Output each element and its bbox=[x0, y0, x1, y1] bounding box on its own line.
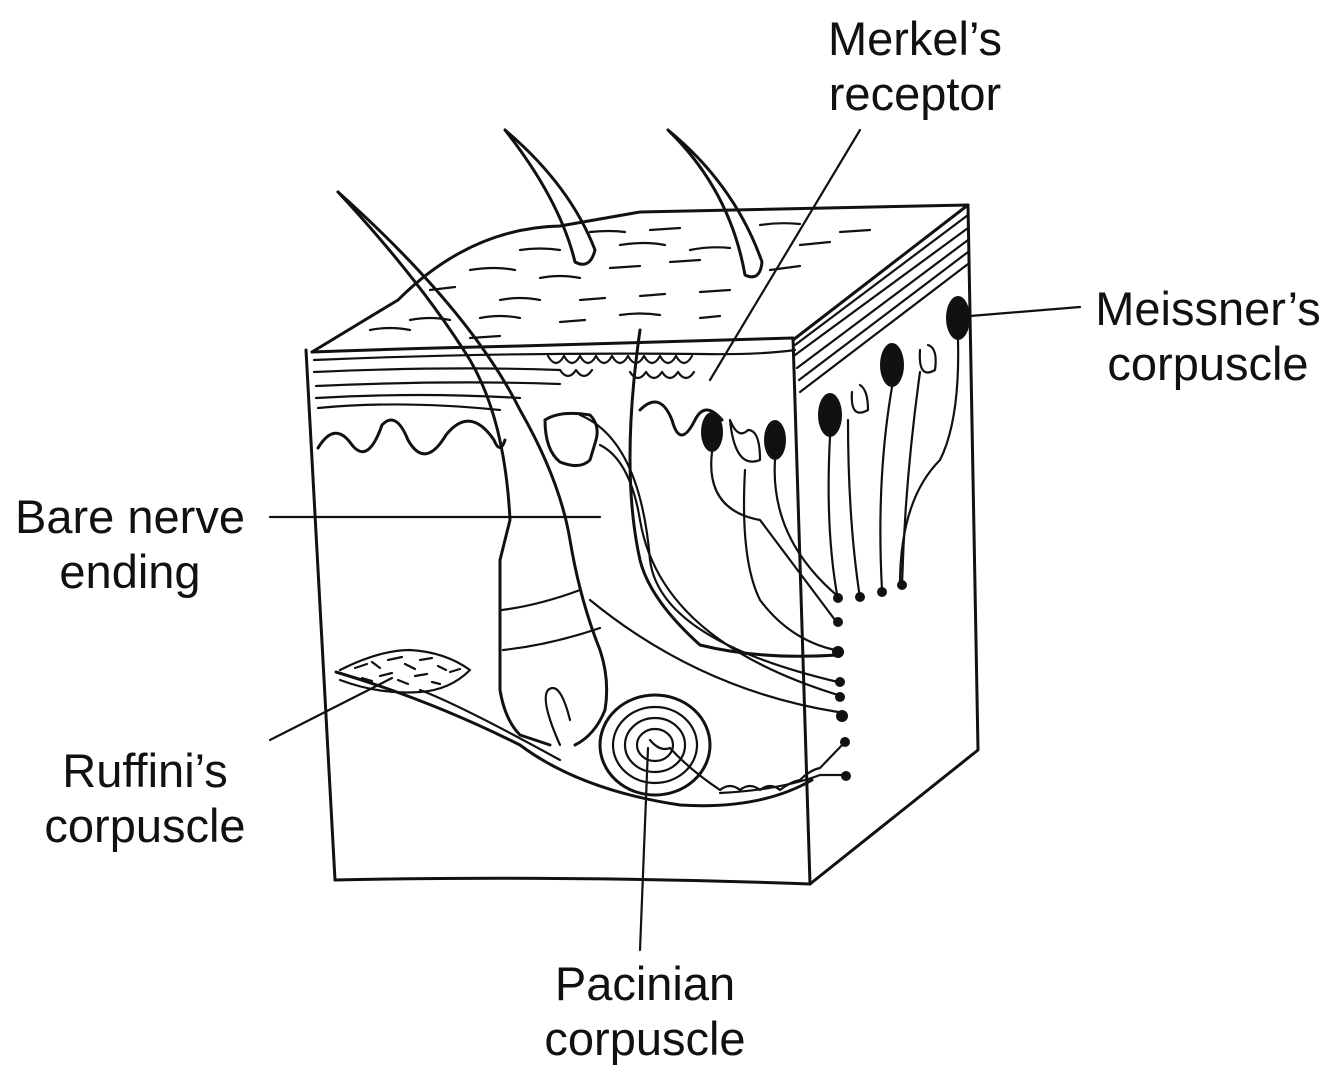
label-pacinian-line2: corpuscle bbox=[544, 1012, 745, 1065]
label-meissner: Meissner’s corpuscle bbox=[1095, 282, 1321, 390]
meissner-leader bbox=[970, 307, 1080, 316]
pacinian-corpuscle bbox=[600, 695, 845, 795]
hairs bbox=[338, 130, 762, 745]
label-ruffini: Ruffini’s corpuscle bbox=[44, 744, 245, 852]
merkel-leader bbox=[710, 130, 860, 380]
ruffini-leader bbox=[270, 678, 392, 740]
ruffini-corpuscle bbox=[340, 650, 560, 760]
label-pacinian-line1: Pacinian bbox=[555, 957, 735, 1010]
merkel-cells bbox=[548, 356, 694, 378]
label-meissner-line1: Meissner’s bbox=[1095, 282, 1321, 335]
label-bare-line1: Bare nerve bbox=[15, 490, 245, 543]
meissner-corpuscles bbox=[701, 296, 970, 781]
label-meissner-line2: corpuscle bbox=[1107, 337, 1308, 390]
label-merkel-line2: receptor bbox=[829, 67, 1001, 120]
label-bare-line2: ending bbox=[59, 545, 200, 598]
label-pacinian: Pacinian corpuscle bbox=[544, 957, 745, 1065]
label-ruffini-line1: Ruffini’s bbox=[62, 744, 227, 797]
label-ruffini-line2: corpuscle bbox=[44, 799, 245, 852]
label-merkel-line1: Merkel’s bbox=[828, 12, 1002, 65]
label-bare-nerve: Bare nerve ending bbox=[15, 490, 245, 598]
label-merkel: Merkel’s receptor bbox=[828, 12, 1002, 120]
pacinian-leader bbox=[640, 748, 648, 950]
epidermis-layers bbox=[314, 215, 968, 454]
